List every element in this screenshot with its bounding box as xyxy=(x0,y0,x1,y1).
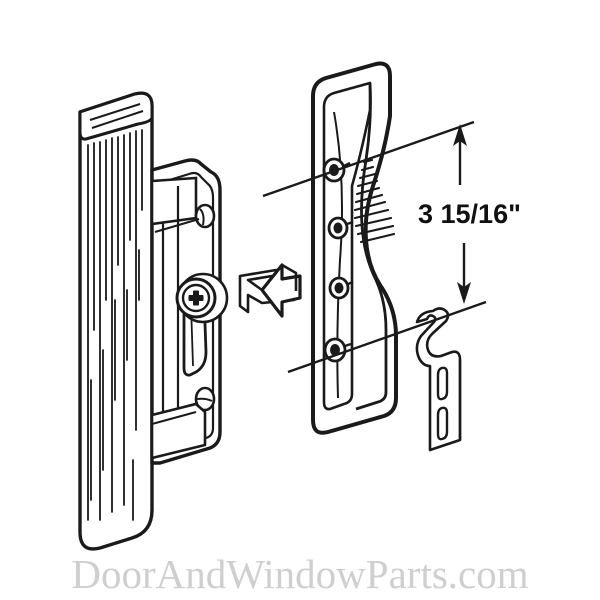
dimension-annotation: 3 15/16" xyxy=(262,120,521,374)
phillips-cross-icon xyxy=(188,290,204,306)
bracket-slot-2 xyxy=(436,406,449,441)
plate-bottom-step-edge xyxy=(151,411,197,425)
handle-shading-hatch xyxy=(353,158,396,244)
dimension-leader-upper xyxy=(262,120,475,198)
handle-top-cap xyxy=(78,91,154,141)
plate-bottom-step xyxy=(150,402,207,460)
bracket-slot-1 xyxy=(436,366,449,401)
arrow-front-face xyxy=(260,263,302,318)
mounting-plate xyxy=(150,158,222,465)
dimension-arrowhead-up xyxy=(453,124,467,146)
dimension-arrowhead-down xyxy=(457,282,471,304)
exterior-screw-hole-4 xyxy=(323,337,352,363)
handle-cap-grip-lines xyxy=(89,103,144,129)
exterior-screw-hole-2 xyxy=(327,216,354,240)
thumb-latch-screw xyxy=(175,272,229,377)
arrow-top-edge xyxy=(281,263,298,291)
plate-screw-hole-lower xyxy=(194,386,216,412)
handle-grip-ridge xyxy=(355,82,388,411)
assembly-arrow-icon xyxy=(238,263,302,318)
handle-texture-hatch xyxy=(87,129,143,521)
strike-bracket xyxy=(415,307,462,452)
interior-handle xyxy=(78,91,154,551)
exterior-screw-hole-3 xyxy=(328,276,354,300)
plate-upper-hole-leader xyxy=(154,218,200,233)
dimension-label: 3 15/16" xyxy=(418,199,521,229)
dimension-leader-lower xyxy=(287,300,487,374)
plate-upper-boss xyxy=(150,176,198,226)
watermark-text: DoorAndWindowParts.com xyxy=(71,551,528,597)
plate-screw-hole-upper xyxy=(194,203,216,229)
plate-inner-bevel xyxy=(161,171,215,453)
